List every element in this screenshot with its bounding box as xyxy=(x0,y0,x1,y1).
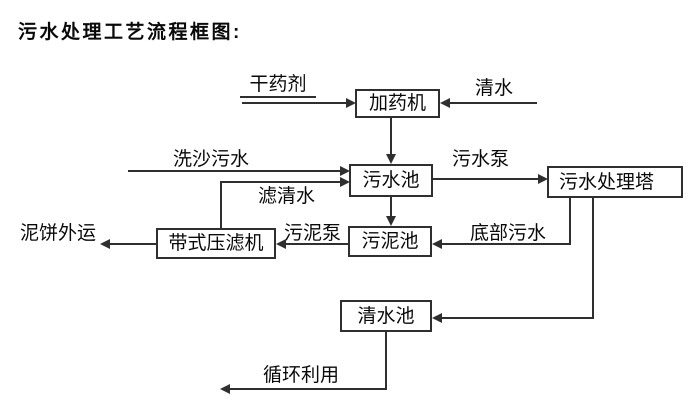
flow-line-dosing-to-sewage-pool xyxy=(390,118,392,155)
arrowhead-sewage-to-sludge-down xyxy=(386,216,396,226)
arrowhead-bottom-sewage-left xyxy=(432,239,442,249)
flow-line-filtered-water-horizontal xyxy=(220,181,340,183)
flow-line-dry-chemical xyxy=(242,102,346,104)
label-dry-chemical: 干药剂 xyxy=(240,75,316,98)
flow-line-filtered-water-vertical xyxy=(220,182,222,228)
arrowhead-filtered-water-right xyxy=(340,177,350,187)
node-treatment-tower: 污水处理塔 xyxy=(547,166,683,198)
arrowhead-recycle-left xyxy=(220,384,230,394)
label-sewage-pump: 污水泵 xyxy=(452,149,510,170)
flow-line-bottom-sewage-vertical xyxy=(569,198,571,245)
label-bottom-sewage: 底部污水 xyxy=(470,223,547,244)
arrowhead-sand-wash-right xyxy=(340,166,350,176)
flow-line-sewage-to-sludge xyxy=(390,197,392,217)
label-recycle-use: 循环利用 xyxy=(263,365,340,386)
arrowhead-mud-cake-left xyxy=(100,239,110,249)
label-filtered-water: 滤清水 xyxy=(258,186,316,207)
flow-line-recycle-horizontal xyxy=(229,388,387,390)
node-sewage-pool: 污水池 xyxy=(349,164,433,197)
label-sand-wash-sewage: 洗沙污水 xyxy=(173,149,250,170)
arrowhead-tower-to-clean-left xyxy=(432,313,442,323)
node-sludge-pool: 污泥池 xyxy=(348,226,432,257)
label-sludge-pump: 污泥泵 xyxy=(284,223,342,244)
flow-line-tower-to-clean-horizontal xyxy=(441,317,593,319)
flow-line-clean-water xyxy=(449,102,537,104)
arrowhead-clean-water-left xyxy=(440,98,450,108)
node-belt-filter-press: 带式压滤机 xyxy=(156,228,276,259)
flow-line-mud-cake xyxy=(109,243,156,245)
label-clean-water: 清水 xyxy=(475,78,514,99)
flow-line-recycle-vertical xyxy=(385,332,387,390)
flow-line-sewage-pump xyxy=(433,178,538,180)
arrowhead-dosing-down xyxy=(386,154,396,164)
label-mud-cake-outbound: 泥饼外运 xyxy=(20,223,97,244)
arrowhead-sludge-pump-left xyxy=(276,239,286,249)
node-dosing-machine: 加药机 xyxy=(355,89,440,118)
arrowhead-dry-chemical-right xyxy=(346,98,356,108)
flow-line-tower-to-clean-vertical xyxy=(592,198,594,319)
flow-line-sludge-pump xyxy=(285,243,348,245)
flow-line-bottom-sewage-horizontal xyxy=(441,243,571,245)
arrowhead-sewage-pump-right xyxy=(538,174,548,184)
flow-line-sand-wash-sewage xyxy=(128,170,340,172)
node-clean-water-pool: 清水池 xyxy=(340,300,432,332)
diagram-title: 污水处理工艺流程框图: xyxy=(18,22,242,43)
